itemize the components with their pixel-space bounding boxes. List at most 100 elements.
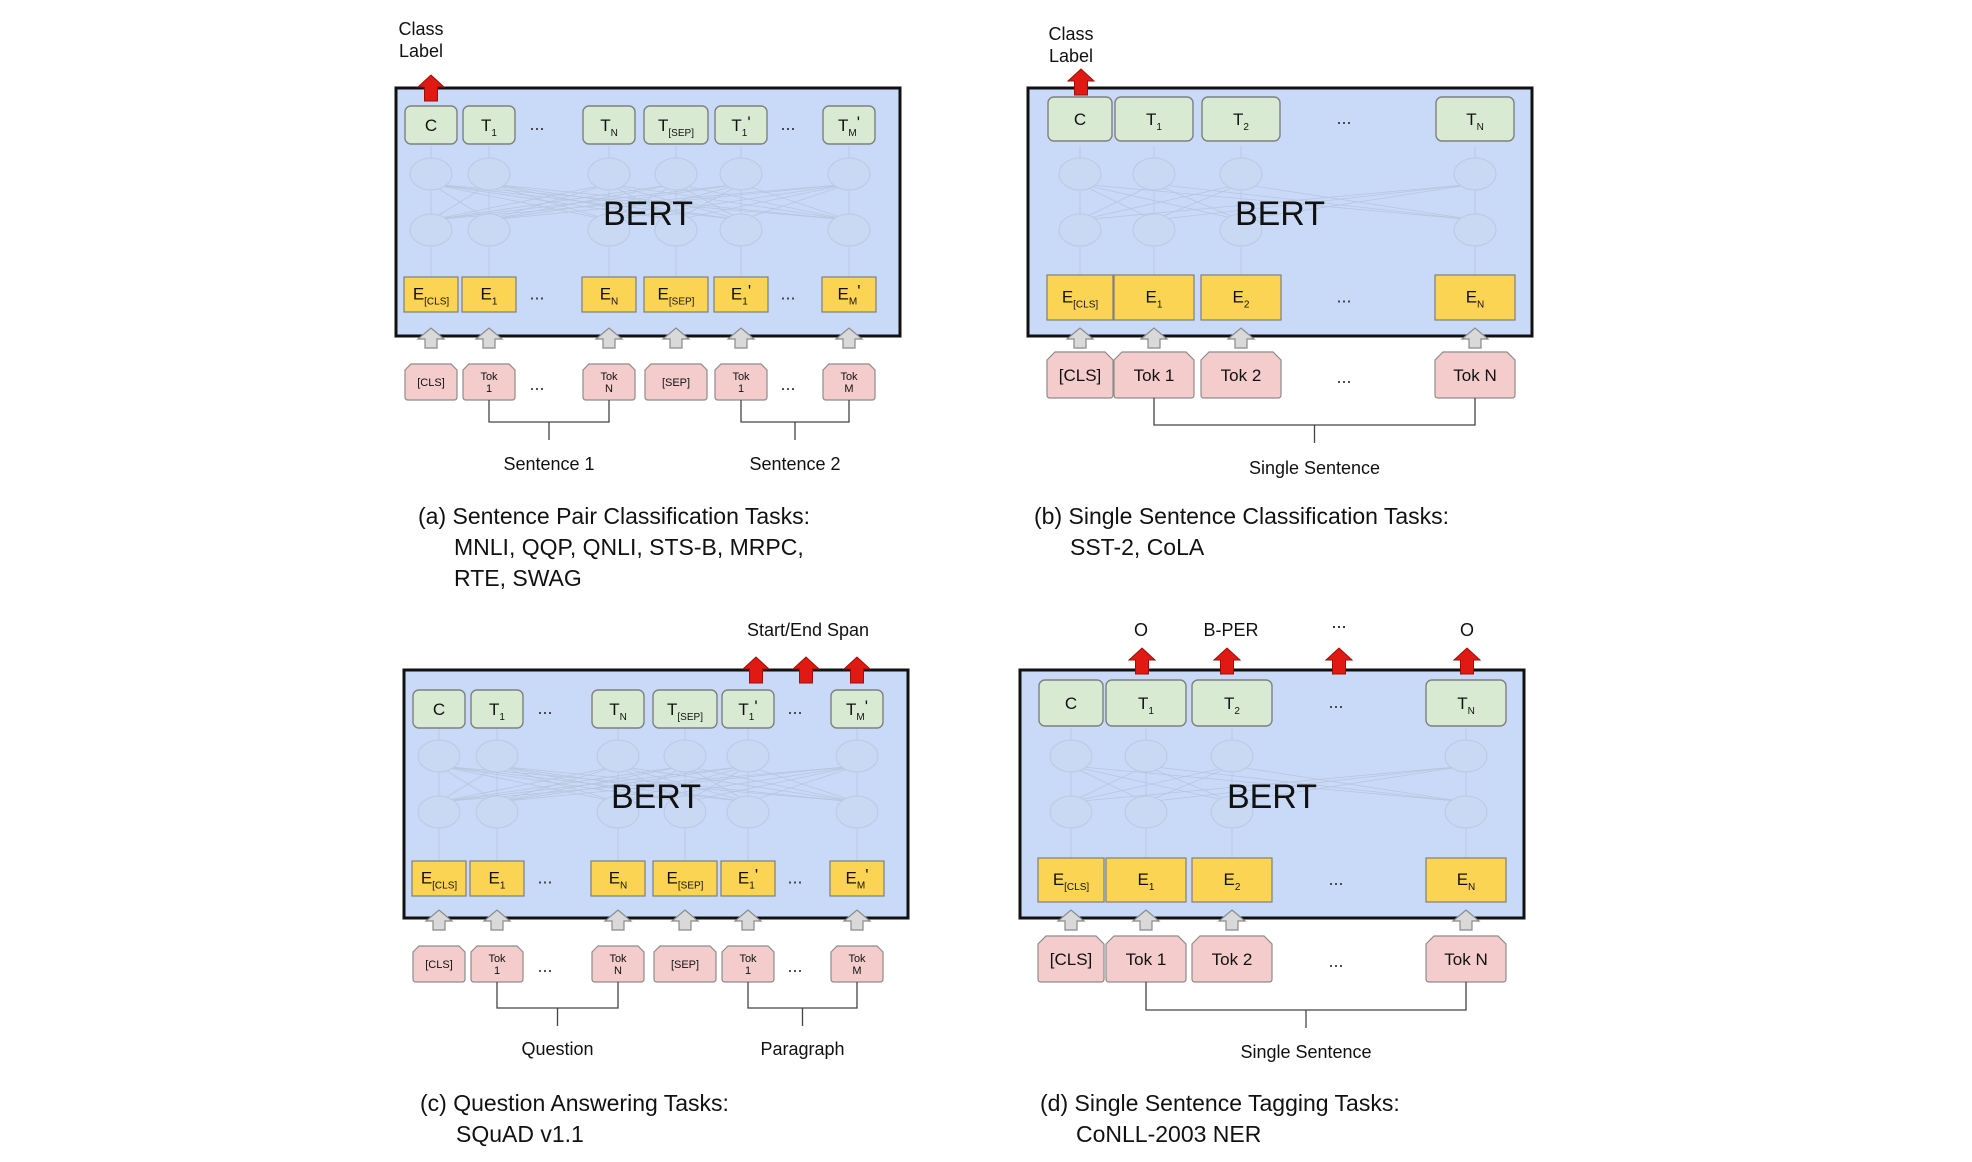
connection-line: [684, 765, 858, 803]
panel-caption: RTE, SWAG: [454, 565, 582, 591]
network-node: [835, 739, 879, 773]
gray-up-arrow-icon: [1460, 327, 1490, 349]
ellipsis-text: ...: [537, 698, 552, 718]
group-bracket: [747, 982, 858, 1009]
embedding-box: [1113, 274, 1195, 321]
connection-line: [430, 183, 677, 221]
token-label: Tok: [480, 371, 498, 383]
ellipsis-text: ...: [780, 114, 795, 134]
model-label: BERT: [611, 778, 701, 816]
output-label: T1': [731, 113, 750, 139]
output-box: [1201, 96, 1281, 142]
token-label: Tok: [840, 371, 858, 383]
group-label: Single Sentence: [1240, 1042, 1371, 1062]
output-label: C: [425, 116, 437, 135]
red-output-arrow-icon: [1127, 647, 1157, 675]
panel-caption: (c) Question Answering Tasks:: [420, 1090, 729, 1116]
token-label: Tok 1: [1126, 950, 1167, 969]
network-node: [654, 157, 698, 191]
gray-up-arrow-icon: [424, 909, 454, 931]
output-label: TN: [609, 700, 627, 723]
network-node: [1219, 157, 1263, 191]
tag-label: O: [1134, 620, 1148, 640]
embedding-box: [713, 276, 769, 313]
embedding-label: E1: [489, 869, 506, 892]
gray-up-arrow-icon: [1451, 909, 1481, 931]
model-label: BERT: [1235, 195, 1325, 233]
gray-up-arrow-icon: [482, 909, 512, 931]
connection-line: [1153, 183, 1476, 221]
token-box: [721, 945, 775, 983]
connection-line: [438, 765, 498, 803]
red-output-arrow-icon: [1212, 647, 1242, 675]
output-box: [1114, 96, 1194, 142]
output-task-label: Class: [1048, 24, 1093, 44]
embedding-label: E[SEP]: [667, 869, 704, 892]
output-label: T[SEP]: [667, 700, 703, 723]
network-node: [827, 157, 871, 191]
ellipsis-text: ...: [1336, 108, 1351, 128]
connection-line: [1070, 765, 1233, 803]
network-node: [835, 795, 879, 829]
network-node: [1058, 213, 1102, 247]
token-box: [714, 363, 768, 401]
embedding-box: [829, 860, 885, 897]
connection-line: [1079, 183, 1155, 221]
group-label: Paragraph: [760, 1039, 844, 1059]
embedding-label: E[CLS]: [1053, 870, 1090, 893]
embedding-label: E[CLS]: [1062, 288, 1099, 311]
token-label: 1: [486, 383, 492, 395]
group-label: Sentence 2: [749, 454, 840, 474]
gray-up-arrow-icon: [416, 327, 446, 349]
token-label: [CLS]: [425, 959, 453, 971]
network-node: [475, 739, 519, 773]
token-label: [SEP]: [662, 377, 690, 389]
tag-label: B-PER: [1203, 620, 1258, 640]
token-label: Tok: [739, 953, 757, 965]
output-label: TN: [600, 116, 618, 139]
gray-up-arrow-icon: [1226, 327, 1256, 349]
embedding-box: [403, 276, 459, 313]
network-node: [1132, 213, 1176, 247]
embedding-label: E[SEP]: [658, 285, 695, 308]
network-node: [1124, 795, 1168, 829]
token-box: [653, 945, 717, 983]
connection-line: [1079, 183, 1476, 221]
gray-up-arrow-icon: [1217, 909, 1247, 931]
network-node: [1058, 157, 1102, 191]
connection-line: [488, 183, 850, 221]
token-box: [462, 363, 516, 401]
connection-line: [675, 183, 850, 221]
connection-line: [1231, 765, 1467, 803]
token-label: N: [605, 383, 613, 395]
output-label: T1: [489, 700, 505, 723]
output-box: [412, 689, 466, 729]
output-box: [652, 689, 718, 729]
token-box: [644, 363, 708, 401]
token-label: [SEP]: [671, 959, 699, 971]
embedding-label: EN: [1457, 870, 1476, 893]
connection-line: [1153, 183, 1242, 221]
embedding-label: E2: [1224, 870, 1241, 893]
ellipsis-text: ...: [787, 868, 802, 888]
token-box: [1113, 351, 1195, 399]
token-box: [1046, 351, 1114, 399]
ellipsis-text: ...: [1328, 692, 1343, 712]
network-node: [1444, 795, 1488, 829]
network-node: [475, 795, 519, 829]
connection-line: [740, 183, 850, 221]
embedding-label: E2: [1233, 288, 1250, 311]
output-label: TN: [1457, 694, 1475, 717]
gray-up-arrow-icon: [1065, 327, 1095, 349]
panel-caption: CoNLL-2003 NER: [1076, 1121, 1261, 1147]
token-box: [1425, 935, 1507, 983]
red-output-arrow-icon: [1452, 647, 1482, 675]
token-label: M: [852, 965, 861, 977]
embedding-label: EN: [1466, 288, 1485, 311]
network-node: [409, 157, 453, 191]
output-box: [643, 105, 709, 145]
ellipsis-text: ...: [780, 374, 795, 394]
gray-up-arrow-icon: [834, 327, 864, 349]
network-node: [663, 739, 707, 773]
